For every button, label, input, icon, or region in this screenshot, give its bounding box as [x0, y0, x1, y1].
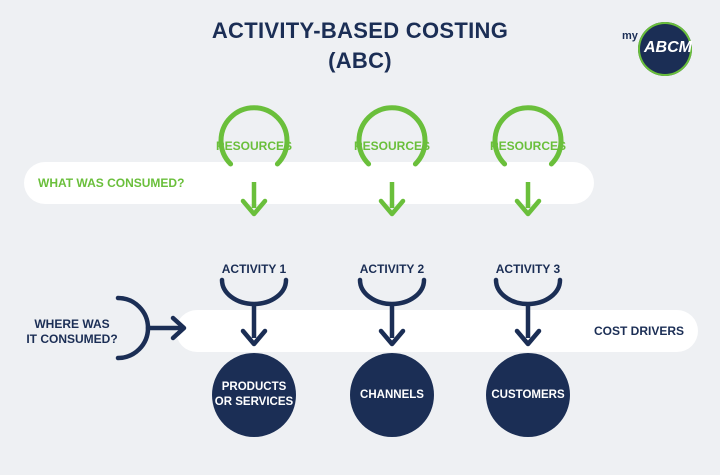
resource-label-1: RESOURCES	[215, 139, 292, 153]
target-label-2: CHANNELS	[360, 388, 424, 401]
target-circle-1	[212, 353, 296, 437]
activity-label-2: ACTIVITY 2	[359, 262, 425, 276]
diagram-subtitle: (ABC)	[328, 48, 392, 73]
column-3-shapes	[486, 105, 570, 437]
resource-arc-3	[492, 105, 564, 167]
target-label-3: CUSTOMERS	[491, 388, 565, 401]
logo-brand: ABCM	[644, 39, 692, 56]
where-bracket	[115, 295, 187, 361]
activity-cup-3	[493, 277, 563, 307]
activity-cup-2	[357, 277, 427, 307]
where-consumed-label: WHERE WAS IT CONSUMED?	[26, 317, 118, 346]
target-label-1: PRODUCTS OR SERVICES	[214, 381, 294, 408]
diagram-title: ACTIVITY-BASED COSTING	[211, 18, 509, 43]
abcm-logo: my ABCM	[616, 22, 696, 82]
bracket-upper-arc	[115, 295, 151, 331]
resource-arrow-head-2	[378, 198, 406, 217]
activity-label-3: ACTIVITY 3	[495, 262, 561, 276]
activity-label-1: ACTIVITY 1	[221, 262, 287, 276]
resource-arc-1	[218, 105, 290, 167]
activity-arrow-head-1	[240, 328, 268, 347]
consumed-band	[24, 162, 594, 204]
logo-badge: ABCM	[638, 22, 692, 76]
resource-arrow-head-1	[240, 198, 268, 217]
target-circle-3	[486, 353, 570, 437]
activity-cup-1	[219, 277, 289, 307]
resource-arc-2	[356, 105, 428, 167]
activity-arrow-head-2	[378, 328, 406, 347]
resource-label-2: RESOURCES	[353, 139, 430, 153]
bracket-arrow-head	[170, 315, 187, 341]
resource-arrow-head-3	[514, 198, 542, 217]
what-consumed-label: WHAT WAS CONSUMED?	[38, 176, 185, 190]
cost-drivers-label: COST DRIVERS	[594, 324, 685, 338]
target-circle-2	[350, 353, 434, 437]
resource-label-3: RESOURCES	[489, 139, 566, 153]
activity-arrow-head-3	[514, 328, 542, 347]
bracket-lower-arc	[115, 325, 151, 361]
column-2-shapes	[350, 105, 434, 437]
column-1-shapes	[212, 105, 296, 437]
logo-prefix: my	[622, 30, 638, 42]
